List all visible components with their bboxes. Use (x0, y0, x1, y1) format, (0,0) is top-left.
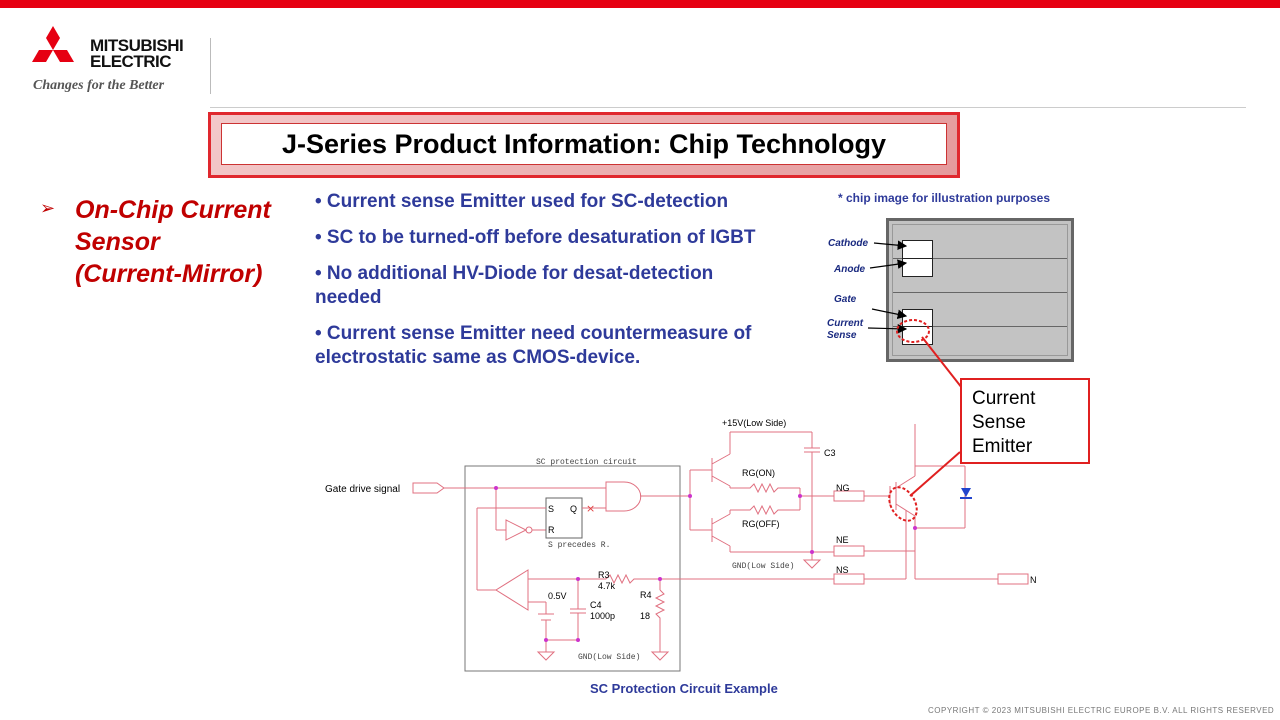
r-label: R (548, 525, 555, 535)
brand-line-2: ELECTRIC (90, 52, 172, 71)
s-label: S (548, 504, 554, 514)
brand-line-1: MITSUBISHI (90, 36, 184, 55)
gate-label: Gate (834, 294, 857, 305)
current-sense-arrow (867, 323, 908, 334)
callout-line: Sense (972, 412, 1026, 433)
r3-label: R3 (598, 570, 610, 580)
top-accent-bar (0, 0, 1280, 8)
schematic-wires (412, 424, 1029, 672)
r3-value: 4.7k (598, 581, 616, 591)
n-label: N (1030, 575, 1037, 585)
ne-label: NE (836, 535, 849, 545)
bullet-list: • Current sense Emitter used for SC-dete… (315, 190, 815, 382)
emitter-connector (909, 451, 961, 497)
brand-tagline: Changes for the Better (33, 78, 165, 93)
bullet-item: • SC to be turned-off before desaturatio… (315, 227, 756, 248)
emitter-highlight (888, 486, 918, 522)
diode-icon (961, 488, 971, 497)
chip-note: * chip image for illustration purposes (838, 191, 1051, 205)
sidebar-heading-line: On-Chip Current (75, 196, 271, 224)
copyright-notice: COPYRIGHT © 2023 MITSUBISHI ELECTRIC EUR… (928, 706, 1275, 715)
gnd-label-1: GND(Low Side) (732, 562, 794, 571)
rg-on-label: RG(ON) (742, 468, 775, 478)
r4-value: 18 (640, 611, 650, 621)
header-rule (210, 107, 1246, 108)
page-title: J-Series Product Information: Chip Techn… (221, 123, 947, 165)
callout-line: Current (972, 388, 1036, 409)
bullet-item: • Current sense Emitter used for SC-dete… (315, 191, 729, 212)
chip-line (893, 292, 1067, 293)
gate-arrow (871, 308, 908, 320)
supply-label: +15V(Low Side) (722, 418, 786, 428)
schematic-junctions (494, 486, 917, 642)
block-title: SC protection circuit (536, 458, 637, 467)
sc-protection-block (464, 465, 681, 672)
arrow-right-icon: ➢ (40, 198, 56, 218)
brand-wordmark: MITSUBISHI ELECTRIC (90, 36, 184, 71)
r4-label: R4 (640, 590, 652, 600)
sidebar-heading-text: On-Chip Current Sensor (Current-Mirror) (75, 194, 271, 290)
rg-off-label: RG(OFF) (742, 519, 780, 529)
c4-value: 1000p (590, 611, 615, 621)
q-label: Q (570, 504, 577, 514)
current-sense-emitter-callout: Current Sense Emitter (960, 378, 1090, 464)
callout-line: Emitter (972, 436, 1033, 457)
x-mark-icon: × (586, 502, 595, 515)
ns-label: NS (836, 565, 849, 575)
title-frame: J-Series Product Information: Chip Techn… (208, 112, 960, 178)
chip-image (886, 218, 1074, 362)
precedence-note: S precedes R. (548, 541, 610, 550)
ng-label: NG (836, 483, 850, 493)
gate-drive-label: Gate drive signal (325, 484, 400, 495)
anode-label: Anode (834, 264, 866, 275)
chip-line (893, 258, 1067, 259)
c3-label: C3 (824, 448, 836, 458)
vref-label: 0.5V (548, 591, 567, 601)
current-sense-label: Current Sense (827, 318, 863, 342)
current-sense-label-line: Current (827, 318, 864, 329)
schematic-caption: SC Protection Circuit Example (590, 681, 778, 696)
callout-connector (921, 336, 963, 389)
bullet-item: • No additional HV-Diode for desat-detec… (315, 263, 714, 308)
sidebar-heading-line: (Current-Mirror) (75, 260, 263, 288)
c4-label: C4 (590, 600, 602, 610)
chip-inner (892, 224, 1068, 356)
logo-divider (210, 38, 211, 94)
cathode-arrow (873, 240, 908, 250)
bullet-item: • Current sense Emitter need countermeas… (315, 323, 752, 368)
current-sense-highlight (896, 319, 930, 343)
current-sense-label-line: Sense (827, 330, 857, 341)
sidebar-heading-line: Sensor (75, 228, 160, 256)
cathode-label: Cathode (828, 238, 868, 249)
three-diamonds-logo-icon (32, 26, 74, 62)
anode-arrow (869, 259, 908, 269)
chip-line (893, 326, 1067, 327)
gnd-label-2: GND(Low Side) (578, 653, 640, 662)
